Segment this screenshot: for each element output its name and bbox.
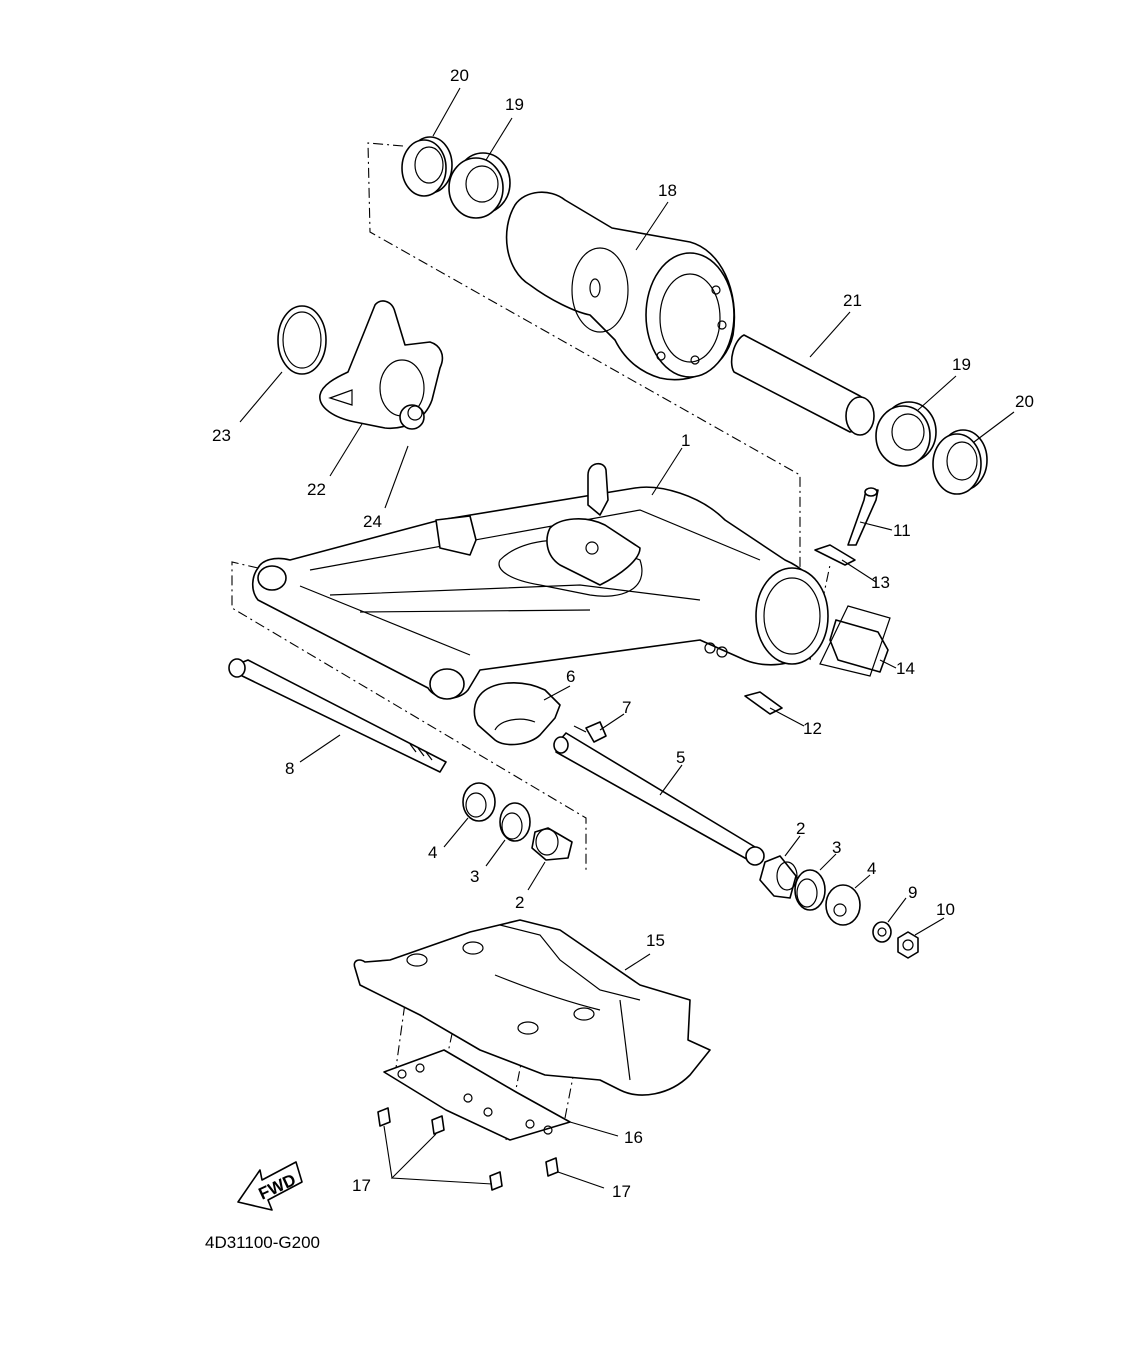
callout-4-left: 4 bbox=[428, 843, 437, 862]
callout-2-left: 2 bbox=[515, 893, 524, 912]
leader-lines bbox=[239, 87, 1015, 1189]
adjuster-bolt bbox=[847, 487, 879, 546]
pivot-shaft bbox=[228, 658, 447, 773]
bearing-right bbox=[875, 401, 937, 467]
oil-seal-right bbox=[932, 429, 988, 495]
swingarm-guard bbox=[353, 919, 711, 1096]
thrust-cover-left bbox=[462, 782, 496, 822]
chain-puller bbox=[819, 605, 891, 677]
guard-bolts bbox=[377, 1107, 559, 1191]
callout-13: 13 bbox=[871, 573, 890, 592]
callout-8: 8 bbox=[285, 759, 294, 778]
bearing-top bbox=[448, 152, 511, 219]
adjusting-plate-bottom bbox=[744, 691, 783, 715]
axle-housing bbox=[505, 191, 736, 381]
callout-20-right: 20 bbox=[1015, 392, 1034, 411]
pivot-bracket bbox=[473, 682, 561, 746]
washer bbox=[872, 921, 892, 943]
thrust-cover-right bbox=[825, 884, 861, 926]
callout-16: 16 bbox=[624, 1128, 643, 1147]
oil-seal-left bbox=[499, 802, 531, 842]
callout-3-left: 3 bbox=[470, 867, 479, 886]
needle-bearing-right bbox=[759, 855, 798, 899]
caliper-bracket bbox=[319, 300, 444, 429]
callout-labels: 20 19 18 21 19 20 23 22 24 1 11 13 14 12… bbox=[212, 66, 1034, 1201]
callout-7: 7 bbox=[622, 698, 631, 717]
needle-bearing-left bbox=[531, 827, 573, 861]
callout-19-top: 19 bbox=[505, 95, 524, 114]
nut bbox=[897, 931, 919, 959]
callout-1: 1 bbox=[681, 431, 690, 450]
callout-5: 5 bbox=[676, 748, 685, 767]
callout-15: 15 bbox=[646, 931, 665, 950]
rear-arm bbox=[251, 462, 829, 700]
diagram-code: 4D31100-G200 bbox=[205, 1233, 320, 1252]
adjusting-plate-top bbox=[814, 544, 856, 566]
callout-10: 10 bbox=[936, 900, 955, 919]
callout-20-top: 20 bbox=[450, 66, 469, 85]
circlip bbox=[277, 305, 327, 375]
callout-17-left: 17 bbox=[352, 1176, 371, 1195]
callout-9: 9 bbox=[908, 883, 917, 902]
callout-11: 11 bbox=[893, 521, 911, 540]
collar-spacer bbox=[730, 334, 875, 436]
oil-seal-right bbox=[794, 869, 826, 911]
pivot-collar bbox=[553, 732, 765, 866]
callout-21: 21 bbox=[843, 291, 862, 310]
callout-24: 24 bbox=[363, 512, 382, 531]
callout-3-right: 3 bbox=[832, 838, 841, 857]
callout-14: 14 bbox=[896, 659, 915, 678]
forward-arrow-icon: FWD bbox=[237, 1161, 303, 1211]
callout-2-right: 2 bbox=[796, 819, 805, 838]
callout-22: 22 bbox=[307, 480, 326, 499]
callout-17-right: 17 bbox=[612, 1182, 631, 1201]
oil-seal-top bbox=[401, 136, 453, 197]
callout-4-right: 4 bbox=[867, 859, 876, 878]
callout-12: 12 bbox=[803, 719, 822, 738]
bracket-bolt bbox=[573, 721, 607, 743]
callout-6: 6 bbox=[566, 667, 575, 686]
callout-23: 23 bbox=[212, 426, 231, 445]
callout-18: 18 bbox=[658, 181, 677, 200]
bracket-collar bbox=[399, 404, 425, 430]
callout-19-right: 19 bbox=[952, 355, 971, 374]
